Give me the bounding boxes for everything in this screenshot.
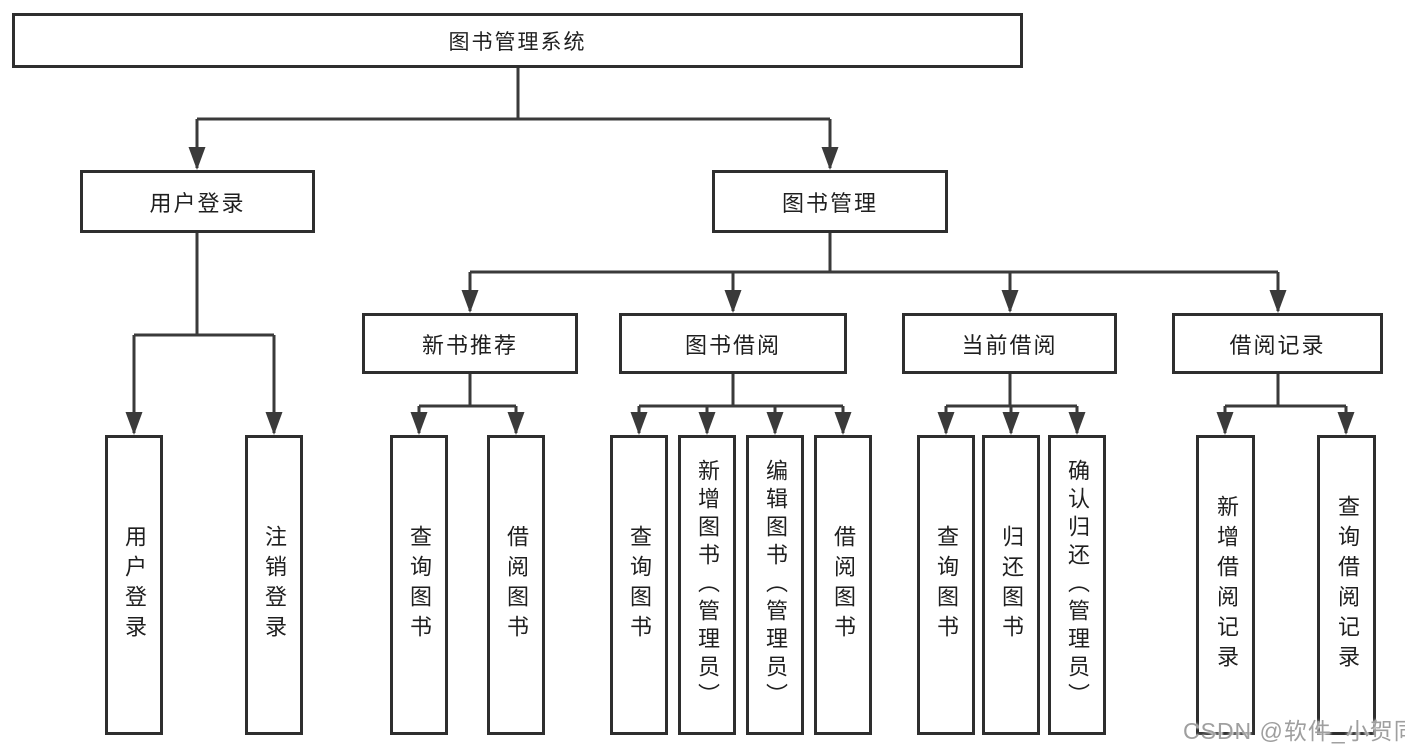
node-book-management: 图书管理	[712, 170, 948, 233]
csdn-watermark: CSDN @软件_小贺同学	[1183, 718, 1405, 744]
leaf-user-login: 用户登录	[105, 435, 163, 735]
leaf-query-book-current: 查询图书	[917, 435, 975, 735]
node-book-borrow: 图书借阅	[619, 313, 847, 374]
leaf-query-book-recommend: 查询图书	[390, 435, 448, 735]
leaf-add-borrow-record: 新增借阅记录	[1196, 435, 1255, 735]
leaf-borrow-book: 借阅图书	[814, 435, 872, 735]
node-current-borrow: 当前借阅	[902, 313, 1117, 374]
node-borrow-records: 借阅记录	[1172, 313, 1383, 374]
node-root: 图书管理系统	[12, 13, 1023, 68]
leaf-confirm-return-admin: 确认归还（管理员）	[1048, 435, 1106, 735]
leaf-query-borrow-record: 查询借阅记录	[1317, 435, 1376, 735]
node-user-login: 用户登录	[80, 170, 315, 233]
leaf-add-book-admin: 新增图书（管理员）	[678, 435, 736, 735]
leaf-logout: 注销登录	[245, 435, 303, 735]
leaf-borrow-book-recommend: 借阅图书	[487, 435, 545, 735]
node-new-book-recommend: 新书推荐	[362, 313, 578, 374]
leaf-query-book-borrow: 查询图书	[610, 435, 668, 735]
leaf-return-book: 归还图书	[982, 435, 1040, 735]
leaf-edit-book-admin: 编辑图书（管理员）	[746, 435, 804, 735]
